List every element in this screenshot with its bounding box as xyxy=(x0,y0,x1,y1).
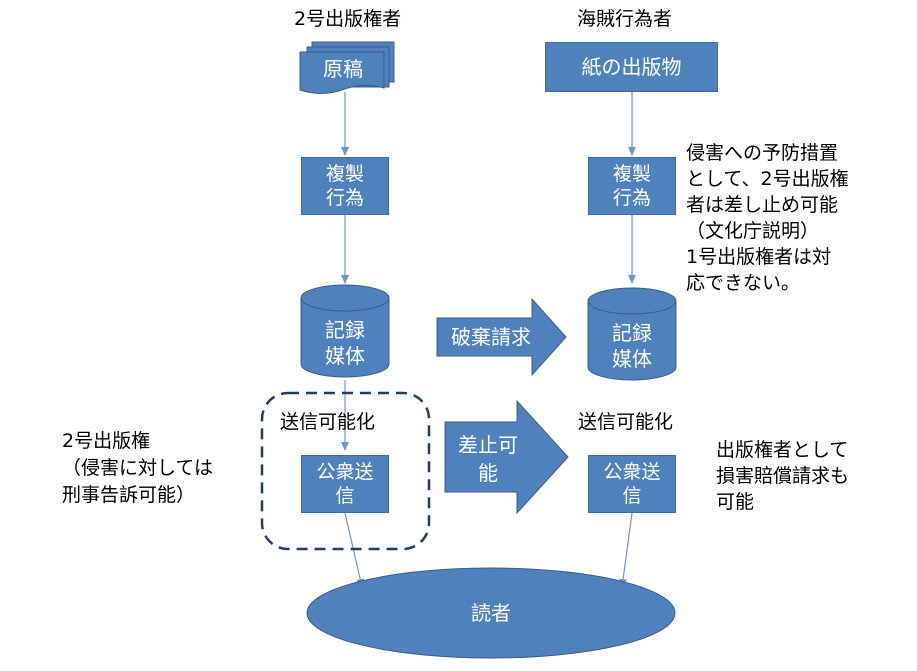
destruction-request-arrow xyxy=(436,297,567,377)
note-prevention: 侵害への予防措置 として、2号出版権 者は差し止め可能 （文化庁説明） 1号出版… xyxy=(686,142,849,294)
connector-transmission-to-reader-right xyxy=(619,512,633,588)
transmission-label-right: 送信可能化 xyxy=(578,411,674,433)
manuscript-label: 原稿 xyxy=(323,57,363,81)
reader-ellipse xyxy=(306,567,676,659)
note-damages: 出版権者として 損害賠償請求も 可能 xyxy=(716,439,850,513)
medium-right-label: 記録 媒体 xyxy=(612,321,652,371)
transmission-dashed-group xyxy=(260,391,431,551)
medium-left-label: 記録 媒体 xyxy=(325,318,365,368)
injunction-arrow xyxy=(444,399,569,515)
destruction-request-label: 破棄請求 xyxy=(451,325,531,349)
note-second-publication-right: 2号出版権 （侵害に対しては 刑事告訴可能） xyxy=(62,430,214,506)
reader-label: 読者 xyxy=(471,601,511,625)
copy-act-left: 複製 行為 xyxy=(301,157,389,215)
public-transmission-right: 公衆送 信 xyxy=(588,455,676,513)
paper-publication-box: 紙の出版物 xyxy=(545,42,718,92)
transmission-label-left: 送信可能化 xyxy=(280,411,376,433)
public-transmission-left: 公衆送 信 xyxy=(301,455,389,513)
left-actor-label: 2号出版権者 xyxy=(294,8,402,30)
recording-medium-left xyxy=(300,284,390,378)
manuscript-icon xyxy=(299,41,395,94)
right-actor-label: 海賊行為者 xyxy=(577,8,673,30)
copy-act-right: 複製 行為 xyxy=(588,157,676,215)
injunction-label: 差止可 能 xyxy=(458,433,518,485)
recording-medium-right xyxy=(587,287,677,381)
